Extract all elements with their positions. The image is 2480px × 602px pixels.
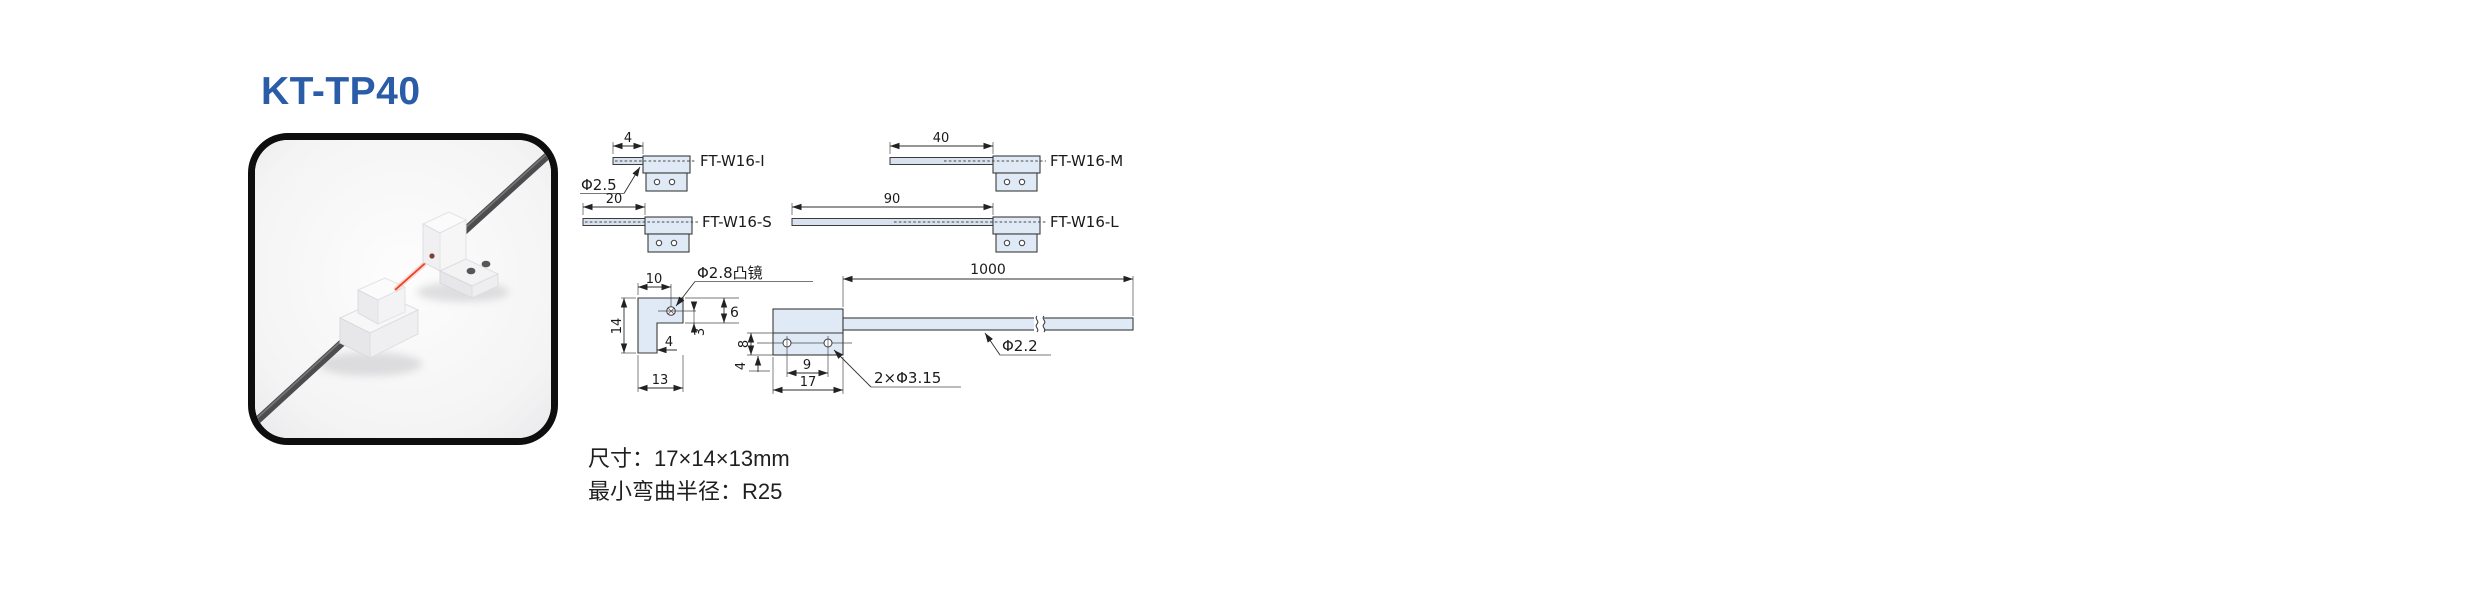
dim-tip-length-m: 40	[933, 131, 950, 146]
technical-drawing: 4 FT-W16-I Φ2.5 40 FT-W16-M 20 FT-	[580, 131, 1134, 394]
dim-cable-length: 1000	[970, 262, 1006, 278]
fiber-tip-ftw16l: 90 FT-W16-L	[791, 192, 1119, 253]
dim-tip-length-i: 4	[624, 131, 632, 146]
cable-symbol	[842, 317, 1134, 331]
dim-tip-length-l: 90	[884, 192, 901, 207]
product-title: KT-TP40	[261, 70, 421, 113]
callout-mount-holes: 2×Φ3.15	[874, 369, 941, 387]
mount-hole	[481, 260, 491, 268]
fiber-cable	[255, 147, 551, 428]
spec-notes: 尺寸：17×14×13mm 最小弯曲半径：R25	[588, 442, 790, 508]
fiber-tip-ftw16s: 20 FT-W16-S	[582, 192, 772, 253]
callout-tip-diameter: Φ2.5	[581, 176, 617, 194]
model-label-ftw16s: FT-W16-S	[702, 213, 772, 231]
product-photo-illustration	[255, 140, 551, 438]
note-bend-radius: 最小弯曲半径：R25	[588, 479, 783, 504]
dim-head-top-width: 10	[646, 272, 663, 287]
left-sensor-block	[338, 277, 420, 359]
dim-head-lens-offset: 3	[693, 328, 708, 336]
mount-hole	[466, 267, 476, 275]
beam-entry-hole	[429, 253, 435, 259]
model-label-ftw16m: FT-W16-M	[1050, 152, 1123, 170]
dim-hole-spacing: 9	[803, 358, 811, 373]
left-block-shadow	[318, 352, 422, 376]
dim-head-arm-height: 6	[730, 305, 739, 321]
dim-hole-edge-offset: 4	[734, 362, 749, 370]
product-photo-frame	[248, 133, 558, 445]
dim-tip-length-s: 20	[606, 192, 623, 207]
callout-cable-diameter: Φ2.2	[1002, 337, 1038, 355]
dim-head-height: 14	[610, 318, 625, 335]
note-size: 尺寸：17×14×13mm	[588, 446, 790, 471]
fiber-tip-ftw16i: 4 FT-W16-I Φ2.5	[580, 131, 765, 194]
dim-head-foot-offset: 4	[665, 335, 673, 350]
fiber-tip-ftw16m: 40 FT-W16-M	[889, 131, 1123, 192]
model-label-ftw16l: FT-W16-L	[1050, 213, 1119, 231]
dim-hole-line-offset: 8	[737, 340, 752, 348]
callout-lens: Φ2.8凸镜	[697, 264, 763, 282]
model-label-ftw16i: FT-W16-I	[700, 152, 765, 170]
right-sensor-block	[421, 211, 500, 299]
head-top-view: 1000 Φ2.2 2×Φ3.15 8 4 9	[734, 262, 1134, 394]
dim-head-depth: 13	[652, 373, 669, 388]
dim-body-width: 17	[800, 375, 817, 390]
head-profile-view: 10 14 6 3 4 13 Φ2.8凸镜	[610, 264, 813, 392]
